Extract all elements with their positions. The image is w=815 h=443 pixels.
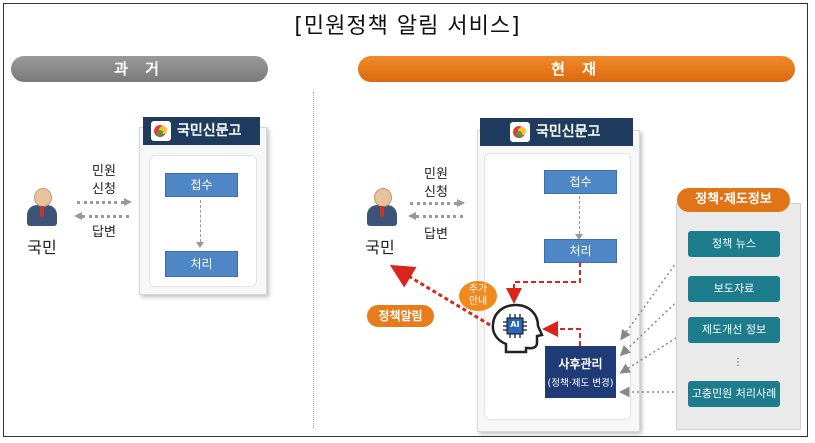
present-step-arrow xyxy=(575,196,583,240)
past-portal-header: 국민신문고 xyxy=(143,117,260,145)
after-care-subtitle: (정책·제도 변경) xyxy=(547,378,614,389)
page-title: [민원정책 알림 서비스] xyxy=(294,14,521,39)
past-step-process: 처리 xyxy=(165,251,238,277)
past-portal-name: 국민신문고 xyxy=(177,123,242,139)
past-answer-arrow xyxy=(74,212,129,220)
portal-logo-icon xyxy=(510,122,530,142)
present-portal-name: 국민신문고 xyxy=(536,124,601,140)
extra-guide-line2: 안내 xyxy=(468,296,488,307)
policy-item-news: 정책 뉴스 xyxy=(688,231,780,257)
policy-item-cases: 고충민원 처리사례 xyxy=(688,381,780,407)
ai-head-icon: AI xyxy=(488,302,544,356)
present-request-arrow xyxy=(410,199,465,207)
present-step-receive: 접수 xyxy=(544,170,617,194)
present-citizen-label: 국민 xyxy=(365,238,395,257)
policy-info-title: 정책·제도정보 xyxy=(677,188,790,212)
extra-guide-badge: 추가 안내 xyxy=(459,281,497,311)
past-request-arrow xyxy=(77,198,132,206)
past-citizen-label: 국민 xyxy=(27,238,57,257)
citizen-icon xyxy=(27,188,57,226)
past-request-label-2: 신청 xyxy=(92,182,116,197)
present-request-label-2: 신청 xyxy=(424,185,448,200)
policy-notify-label: 정책알림 xyxy=(367,305,434,327)
citizen-icon xyxy=(367,188,397,226)
policy-item-improvement: 제도개선 정보 xyxy=(688,317,780,343)
extra-guide-line1: 추가 xyxy=(468,284,488,295)
after-care-title: 사후관리 xyxy=(558,357,603,371)
past-step-arrow xyxy=(196,200,204,248)
outer-frame xyxy=(3,3,808,437)
present-section-header: 현 재 xyxy=(358,56,795,82)
past-request-label-1: 민원 xyxy=(92,164,116,179)
ai-chip-label: AI xyxy=(510,320,520,329)
portal-logo-icon xyxy=(151,121,171,141)
after-care-box: 사후관리 (정책·제도 변경) xyxy=(545,346,616,398)
present-answer-arrow xyxy=(408,212,463,220)
policy-item-press: 보도자료 xyxy=(688,276,780,302)
past-answer-label: 답변 xyxy=(92,225,116,240)
policy-item-ellipsis: ⋮ xyxy=(733,357,743,368)
section-divider xyxy=(313,92,314,428)
present-answer-label: 답변 xyxy=(424,227,448,242)
present-portal-header: 국민신문고 xyxy=(480,118,633,146)
past-step-receive: 접수 xyxy=(165,173,238,197)
present-request-label-1: 민원 xyxy=(424,167,448,182)
past-section-header: 과 거 xyxy=(11,56,268,82)
